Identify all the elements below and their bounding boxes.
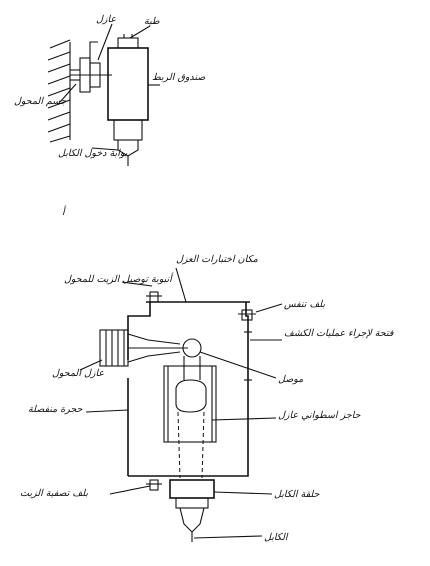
label-connection-box: صندوق الربط <box>152 72 206 83</box>
label-breather-valve: بلف تنفس <box>284 299 325 310</box>
label-cable-ring: حلقة الكابل <box>274 489 320 500</box>
label-cable: الكابل <box>264 532 289 543</box>
connection-box <box>107 34 149 166</box>
label-drain-valve: بلف تصفية الزيت <box>20 488 88 499</box>
label-inspection-opening: فتحة لإجراء عمليات الكشف <box>284 328 394 339</box>
breather-valve <box>238 309 256 321</box>
cable-ring <box>169 479 215 509</box>
figure-a: عازل طية صندوق الربط جسم المحول بوابة دخ… <box>14 14 206 218</box>
label-cable-entry: بوابة دخول الكابل <box>58 148 128 159</box>
figure-b: مكان اختبارات العزل أنبوبة توصيل الزيت ل… <box>20 254 394 543</box>
figure-a-caption: أ <box>62 205 67 218</box>
label-transformer-insulator: عازل المحول <box>52 368 104 379</box>
connector <box>182 338 202 358</box>
label-connector: موصل <box>278 374 303 385</box>
label-cover: طية <box>144 16 160 27</box>
label-cylindrical-barrier: حاجز اسطواني عازل <box>278 410 361 421</box>
drain-valve <box>146 479 162 491</box>
cylindrical-barrier <box>163 356 217 443</box>
label-test-place: مكان اختبارات العزل <box>176 254 258 265</box>
transformer-wall-hatching <box>47 39 71 143</box>
oil-pipe-valve <box>146 291 162 303</box>
label-oil-pipe: أنبوبة توصيل الزيت للمحول <box>64 272 174 285</box>
label-separate-chamber: حجرة منفصلة <box>28 404 83 415</box>
insulator-bushing <box>70 57 112 93</box>
label-transformer-body: جسم المحول <box>14 96 67 107</box>
label-insulator: عازل <box>96 14 116 25</box>
cable <box>179 507 205 542</box>
main-tank <box>127 302 249 477</box>
transformer-insulator <box>99 329 188 367</box>
